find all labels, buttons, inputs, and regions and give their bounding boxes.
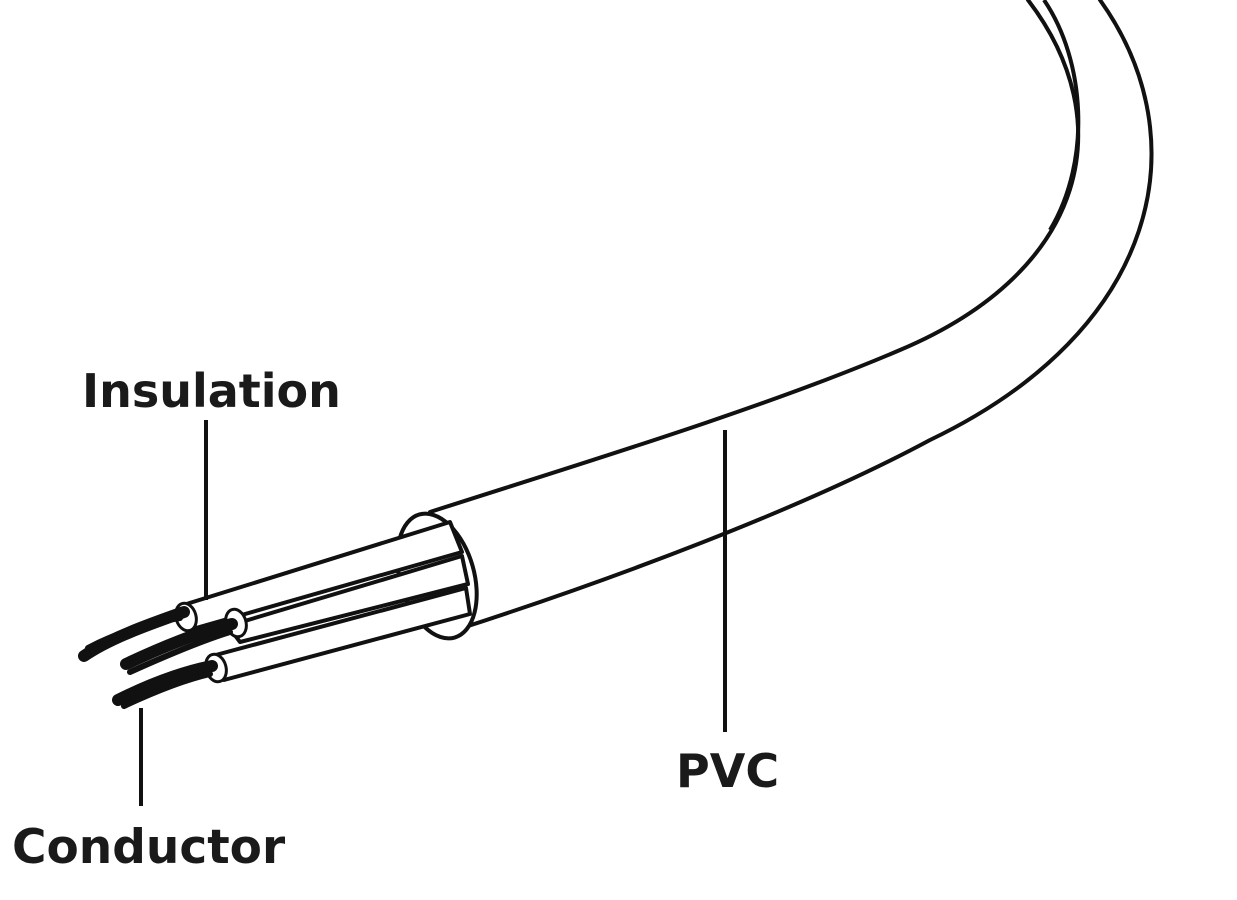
pvc-sheath (428, 0, 1154, 630)
strand-top-2 (85, 615, 183, 651)
strand-bottom (112, 660, 218, 706)
strand-bottom-2 (121, 671, 213, 709)
conductor-strands (78, 606, 238, 709)
leader-lines (139, 420, 727, 806)
conductor-label: Conductor (12, 820, 286, 875)
pvc-sheath-top-line (1042, 0, 1081, 232)
pvc-label: PVC (676, 744, 780, 798)
strand-middle-2 (127, 629, 233, 675)
pvc-sheath-inner-edge (428, 0, 1081, 514)
insulated-wires (178, 520, 472, 682)
pvc-sheath-outer-edge (460, 0, 1154, 630)
insulation-label: Insulation (82, 364, 341, 418)
strand-middle (120, 618, 238, 670)
